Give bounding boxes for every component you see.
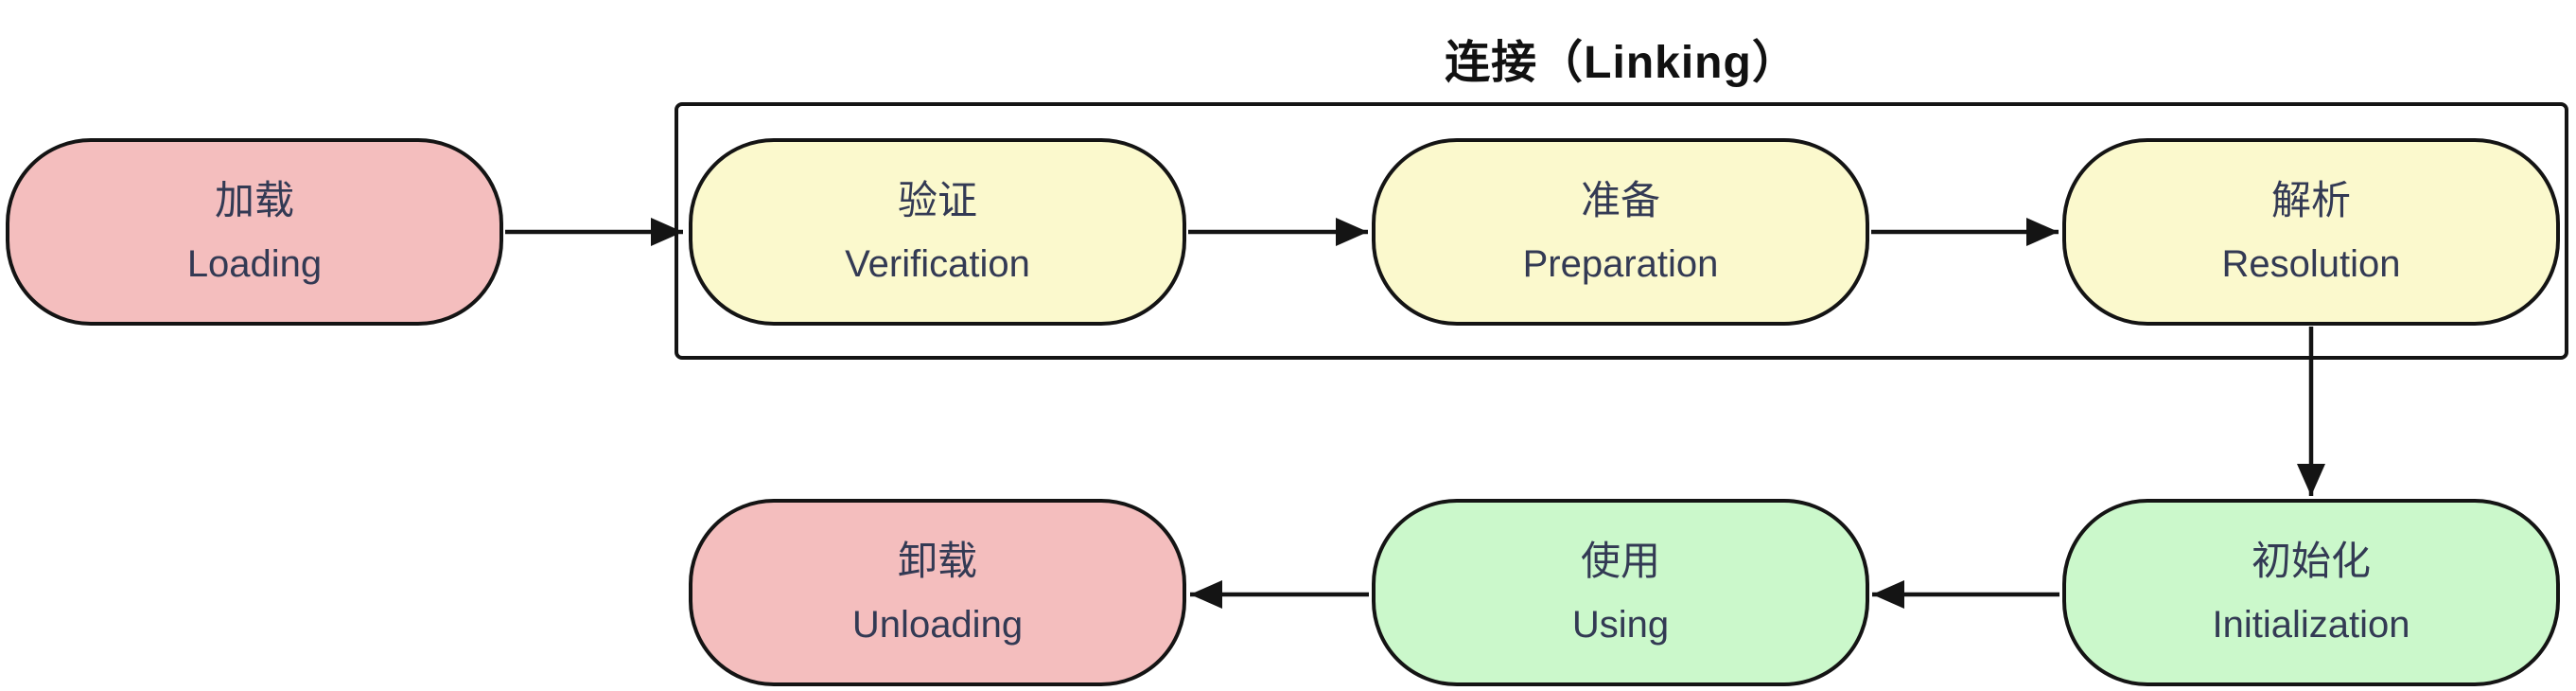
node-loading-label-zh: 加载 <box>214 178 294 222</box>
node-verification: 验证 Verification <box>689 138 1186 326</box>
node-verification-label-zh: 验证 <box>897 178 977 222</box>
node-resolution: 解析 Resolution <box>2062 138 2560 326</box>
node-preparation-label-en: Preparation <box>1522 243 1719 285</box>
node-loading: 加载 Loading <box>6 138 503 326</box>
node-preparation: 准备 Preparation <box>1372 138 1869 326</box>
node-initialization: 初始化 Initialization <box>2062 499 2560 686</box>
node-verification-label-en: Verification <box>845 243 1030 285</box>
node-resolution-label-zh: 解析 <box>2270 178 2351 222</box>
node-initialization-label-zh: 初始化 <box>2251 539 2371 583</box>
node-preparation-label-zh: 准备 <box>1580 178 1660 222</box>
node-using-label-en: Using <box>1571 604 1670 646</box>
node-initialization-label-en: Initialization <box>2212 604 2410 646</box>
linking-group-title: 连接（Linking） <box>1445 38 1798 88</box>
node-resolution-label-en: Resolution <box>2221 243 2401 285</box>
node-loading-label-en: Loading <box>186 243 323 285</box>
node-using: 使用 Using <box>1372 499 1869 686</box>
node-unloading: 卸载 Unloading <box>689 499 1186 686</box>
node-unloading-label-en: Unloading <box>851 604 1024 646</box>
node-unloading-label-zh: 卸载 <box>897 539 977 583</box>
node-using-label-zh: 使用 <box>1580 539 1660 583</box>
